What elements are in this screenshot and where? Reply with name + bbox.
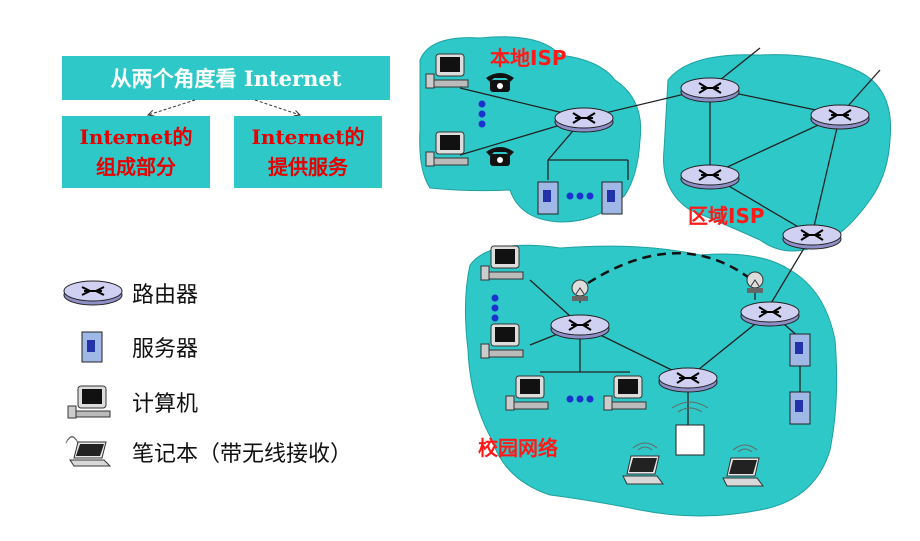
server-icon bbox=[537, 181, 559, 215]
components-box: Internet的 组成部分 bbox=[62, 116, 210, 188]
legend-router: 路由器 bbox=[62, 278, 198, 308]
legend-server-label: 服务器 bbox=[132, 337, 199, 362]
page-title: 从两个角度看 Internet bbox=[110, 66, 342, 91]
telephone-icon bbox=[486, 147, 514, 166]
server-icon bbox=[789, 333, 811, 367]
arrow-left bbox=[148, 99, 196, 115]
legend-laptop-label: 笔记本（带无线接收） bbox=[132, 442, 353, 467]
legend-computer-label: 计算机 bbox=[132, 392, 199, 417]
regional-isp-cloud bbox=[663, 54, 892, 252]
legend-laptop: 笔记本（带无线接收） bbox=[62, 434, 352, 470]
server-icon bbox=[601, 181, 623, 215]
page-title-box: 从两个角度看 Internet bbox=[62, 56, 390, 100]
local-isp-cloud bbox=[419, 36, 642, 223]
services-line2: 提供服务 bbox=[268, 155, 348, 179]
legend-server: 服务器 bbox=[62, 330, 198, 364]
router-regional-1 bbox=[680, 77, 740, 103]
satellite-dish-icon bbox=[571, 279, 589, 302]
campus-label: 校园网络 bbox=[478, 436, 558, 460]
ellipsis-dots bbox=[566, 192, 594, 200]
router-regional-3 bbox=[680, 164, 740, 190]
ellipsis-dots bbox=[566, 395, 594, 403]
laptop-icon bbox=[65, 436, 112, 467]
ellipsis-dots bbox=[478, 100, 486, 128]
access-point bbox=[675, 424, 705, 456]
services-line1: Internet的 bbox=[251, 125, 365, 149]
services-box: Internet的 提供服务 bbox=[234, 116, 382, 188]
local-isp-label: 本地ISP bbox=[490, 46, 567, 70]
server-icon bbox=[81, 331, 103, 363]
arrow-right bbox=[254, 99, 300, 115]
router-campus-1 bbox=[550, 314, 610, 340]
legend-computer: 计算机 bbox=[62, 384, 198, 420]
router-local-isp bbox=[554, 107, 614, 133]
router-icon bbox=[63, 280, 123, 306]
components-line2: 组成部分 bbox=[96, 155, 176, 179]
components-line1: Internet的 bbox=[79, 125, 193, 149]
server-icon bbox=[789, 391, 811, 425]
router-regional-2 bbox=[810, 104, 870, 130]
telephone-icon bbox=[486, 73, 514, 92]
router-campus-3 bbox=[740, 301, 800, 327]
satellite-dish-icon bbox=[746, 271, 764, 294]
ellipsis-dots bbox=[491, 294, 499, 322]
legend-router-label: 路由器 bbox=[132, 283, 199, 308]
router-campus-2 bbox=[658, 367, 718, 393]
regional-isp-label: 区域ISP bbox=[688, 204, 765, 228]
computer-icon bbox=[67, 385, 111, 419]
router-regional-4 bbox=[782, 224, 842, 250]
wireless-link bbox=[587, 252, 753, 285]
